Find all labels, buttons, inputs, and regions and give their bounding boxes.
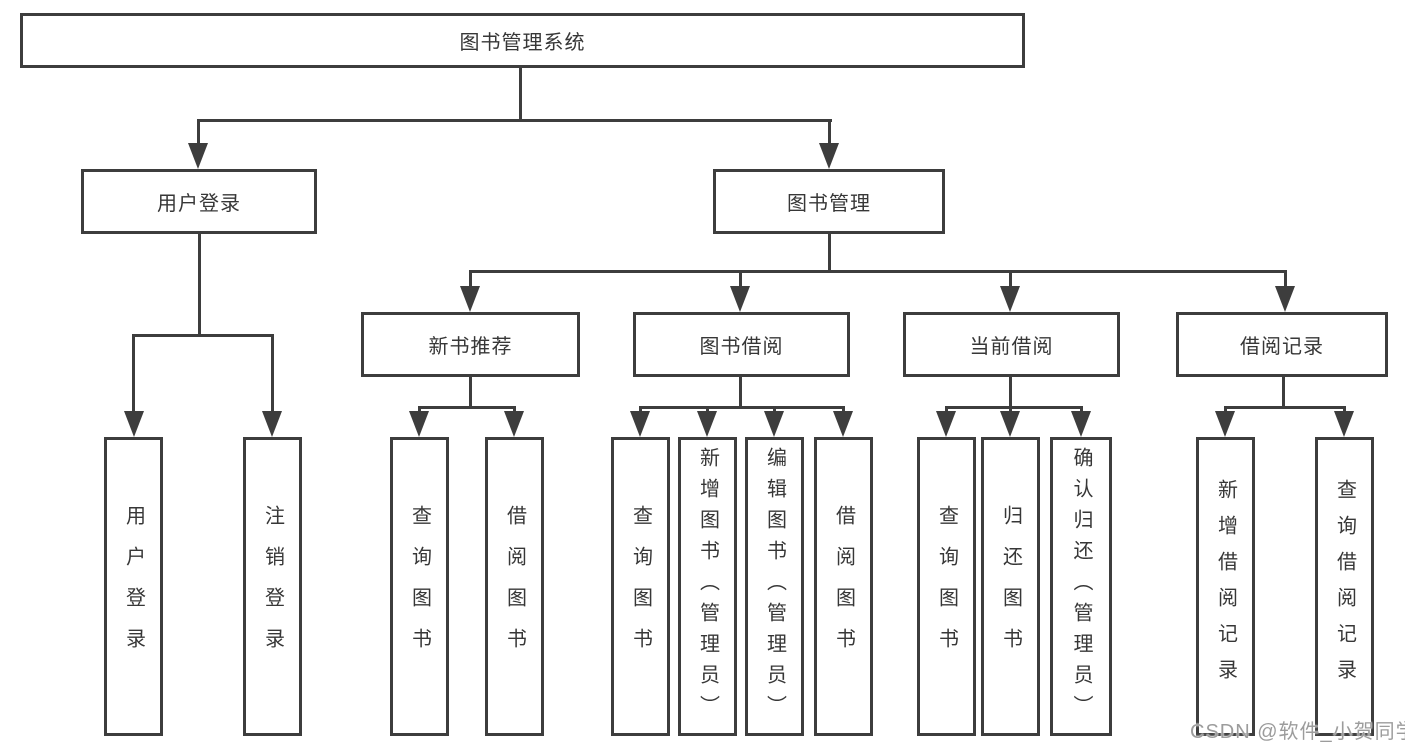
connector-line bbox=[418, 406, 516, 409]
connector-line bbox=[1009, 406, 1012, 414]
node-label: 用户登录 bbox=[122, 504, 145, 669]
node-book-management: 图书管理 bbox=[713, 169, 945, 234]
arrow-down-icon bbox=[262, 411, 282, 437]
connector-line bbox=[197, 119, 200, 147]
arrow-down-icon bbox=[1000, 286, 1020, 312]
arrow-down-icon bbox=[124, 411, 144, 437]
node-borrow-books: 借阅图书 bbox=[814, 437, 873, 736]
node-library-system: 图书管理系统 bbox=[20, 13, 1025, 68]
connector-line bbox=[773, 406, 776, 414]
arrow-down-icon bbox=[1000, 411, 1020, 437]
arrow-down-icon bbox=[1071, 411, 1091, 437]
node-label: 借阅记录 bbox=[1240, 336, 1324, 358]
arrow-down-icon bbox=[730, 286, 750, 312]
node-logout: 注销登录 bbox=[243, 437, 302, 736]
arrow-down-icon bbox=[504, 411, 524, 437]
connector-line bbox=[842, 406, 845, 414]
node-label: 借阅图书 bbox=[832, 504, 855, 669]
node-add-books-admin: 新增图书（管理员） bbox=[678, 437, 737, 736]
node-add-borrow-record: 新增借阅记录 bbox=[1196, 437, 1255, 736]
connector-line bbox=[132, 334, 274, 337]
arrow-down-icon bbox=[764, 411, 784, 437]
node-query-borrow-record: 查询借阅记录 bbox=[1315, 437, 1374, 736]
connector-line bbox=[706, 406, 709, 414]
arrow-down-icon bbox=[409, 411, 429, 437]
node-label: 借阅图书 bbox=[503, 504, 526, 669]
node-return-books: 归还图书 bbox=[981, 437, 1040, 736]
connector-line bbox=[739, 376, 742, 408]
connector-line bbox=[519, 66, 522, 120]
node-recommend-query-books: 查询图书 bbox=[390, 437, 449, 736]
connector-line bbox=[197, 119, 832, 122]
connector-line bbox=[1343, 406, 1346, 414]
arrow-down-icon bbox=[630, 411, 650, 437]
arrow-down-icon bbox=[936, 411, 956, 437]
arrow-down-icon bbox=[460, 286, 480, 312]
arrow-down-icon bbox=[1275, 286, 1295, 312]
node-edit-books-admin: 编辑图书（管理员） bbox=[745, 437, 804, 736]
connector-line bbox=[1224, 406, 1227, 414]
connector-line bbox=[418, 406, 421, 414]
node-recommend-borrow-books: 借阅图书 bbox=[485, 437, 544, 736]
node-label: 查询图书 bbox=[408, 504, 431, 669]
node-current-borrow: 当前借阅 bbox=[903, 312, 1120, 377]
connector-line bbox=[1282, 376, 1285, 408]
connector-line bbox=[132, 334, 135, 412]
node-label: 确认归还（管理员） bbox=[1070, 447, 1092, 726]
node-label: 新增借阅记录 bbox=[1214, 478, 1237, 695]
node-label: 查询图书 bbox=[935, 504, 958, 669]
node-label: 查询借阅记录 bbox=[1333, 478, 1356, 695]
connector-line bbox=[469, 270, 472, 290]
connector-line bbox=[469, 376, 472, 408]
connector-line bbox=[945, 406, 1082, 409]
node-label: 新增图书（管理员） bbox=[696, 447, 719, 726]
connector-line bbox=[1009, 270, 1012, 290]
connector-line bbox=[1284, 270, 1287, 290]
node-label: 图书管理 bbox=[787, 193, 871, 215]
node-label: 用户登录 bbox=[157, 193, 241, 215]
connector-line bbox=[639, 406, 845, 409]
arrow-down-icon bbox=[1334, 411, 1354, 437]
connector-line bbox=[945, 406, 948, 414]
node-new-book-recommend: 新书推荐 bbox=[361, 312, 580, 377]
connector-line bbox=[271, 334, 274, 412]
connector-line bbox=[469, 270, 1287, 273]
node-user-login-action: 用户登录 bbox=[104, 437, 163, 736]
connector-line bbox=[198, 233, 201, 336]
node-label: 归还图书 bbox=[999, 504, 1022, 669]
arrow-down-icon bbox=[188, 143, 208, 169]
node-label: 编辑图书（管理员） bbox=[763, 447, 786, 726]
connector-line bbox=[739, 270, 742, 290]
node-book-borrow: 图书借阅 bbox=[633, 312, 850, 377]
node-label: 图书借阅 bbox=[699, 336, 784, 358]
node-current-query-books: 查询图书 bbox=[917, 437, 976, 736]
connector-line bbox=[1009, 376, 1012, 408]
connector-line bbox=[1080, 406, 1083, 414]
node-label: 查询图书 bbox=[629, 504, 652, 669]
arrow-down-icon bbox=[819, 143, 839, 169]
connector-line bbox=[1224, 406, 1345, 409]
connector-line bbox=[513, 406, 516, 414]
arrow-down-icon bbox=[1215, 411, 1235, 437]
arrow-down-icon bbox=[833, 411, 853, 437]
node-confirm-return-admin: 确认归还（管理员） bbox=[1050, 437, 1112, 736]
csdn-watermark: CSDN @软件_小贺同学 bbox=[1190, 721, 1405, 743]
node-label: 新书推荐 bbox=[428, 336, 513, 358]
connector-line bbox=[639, 406, 642, 414]
node-label: 注销登录 bbox=[261, 504, 284, 669]
node-label: 图书管理系统 bbox=[459, 32, 586, 54]
connector-line bbox=[828, 119, 831, 147]
node-user-login: 用户登录 bbox=[81, 169, 317, 234]
node-label: 当前借阅 bbox=[969, 336, 1054, 358]
arrow-down-icon bbox=[697, 411, 717, 437]
node-borrow-records: 借阅记录 bbox=[1176, 312, 1388, 377]
connector-line bbox=[828, 233, 831, 272]
node-borrow-query-books: 查询图书 bbox=[611, 437, 670, 736]
